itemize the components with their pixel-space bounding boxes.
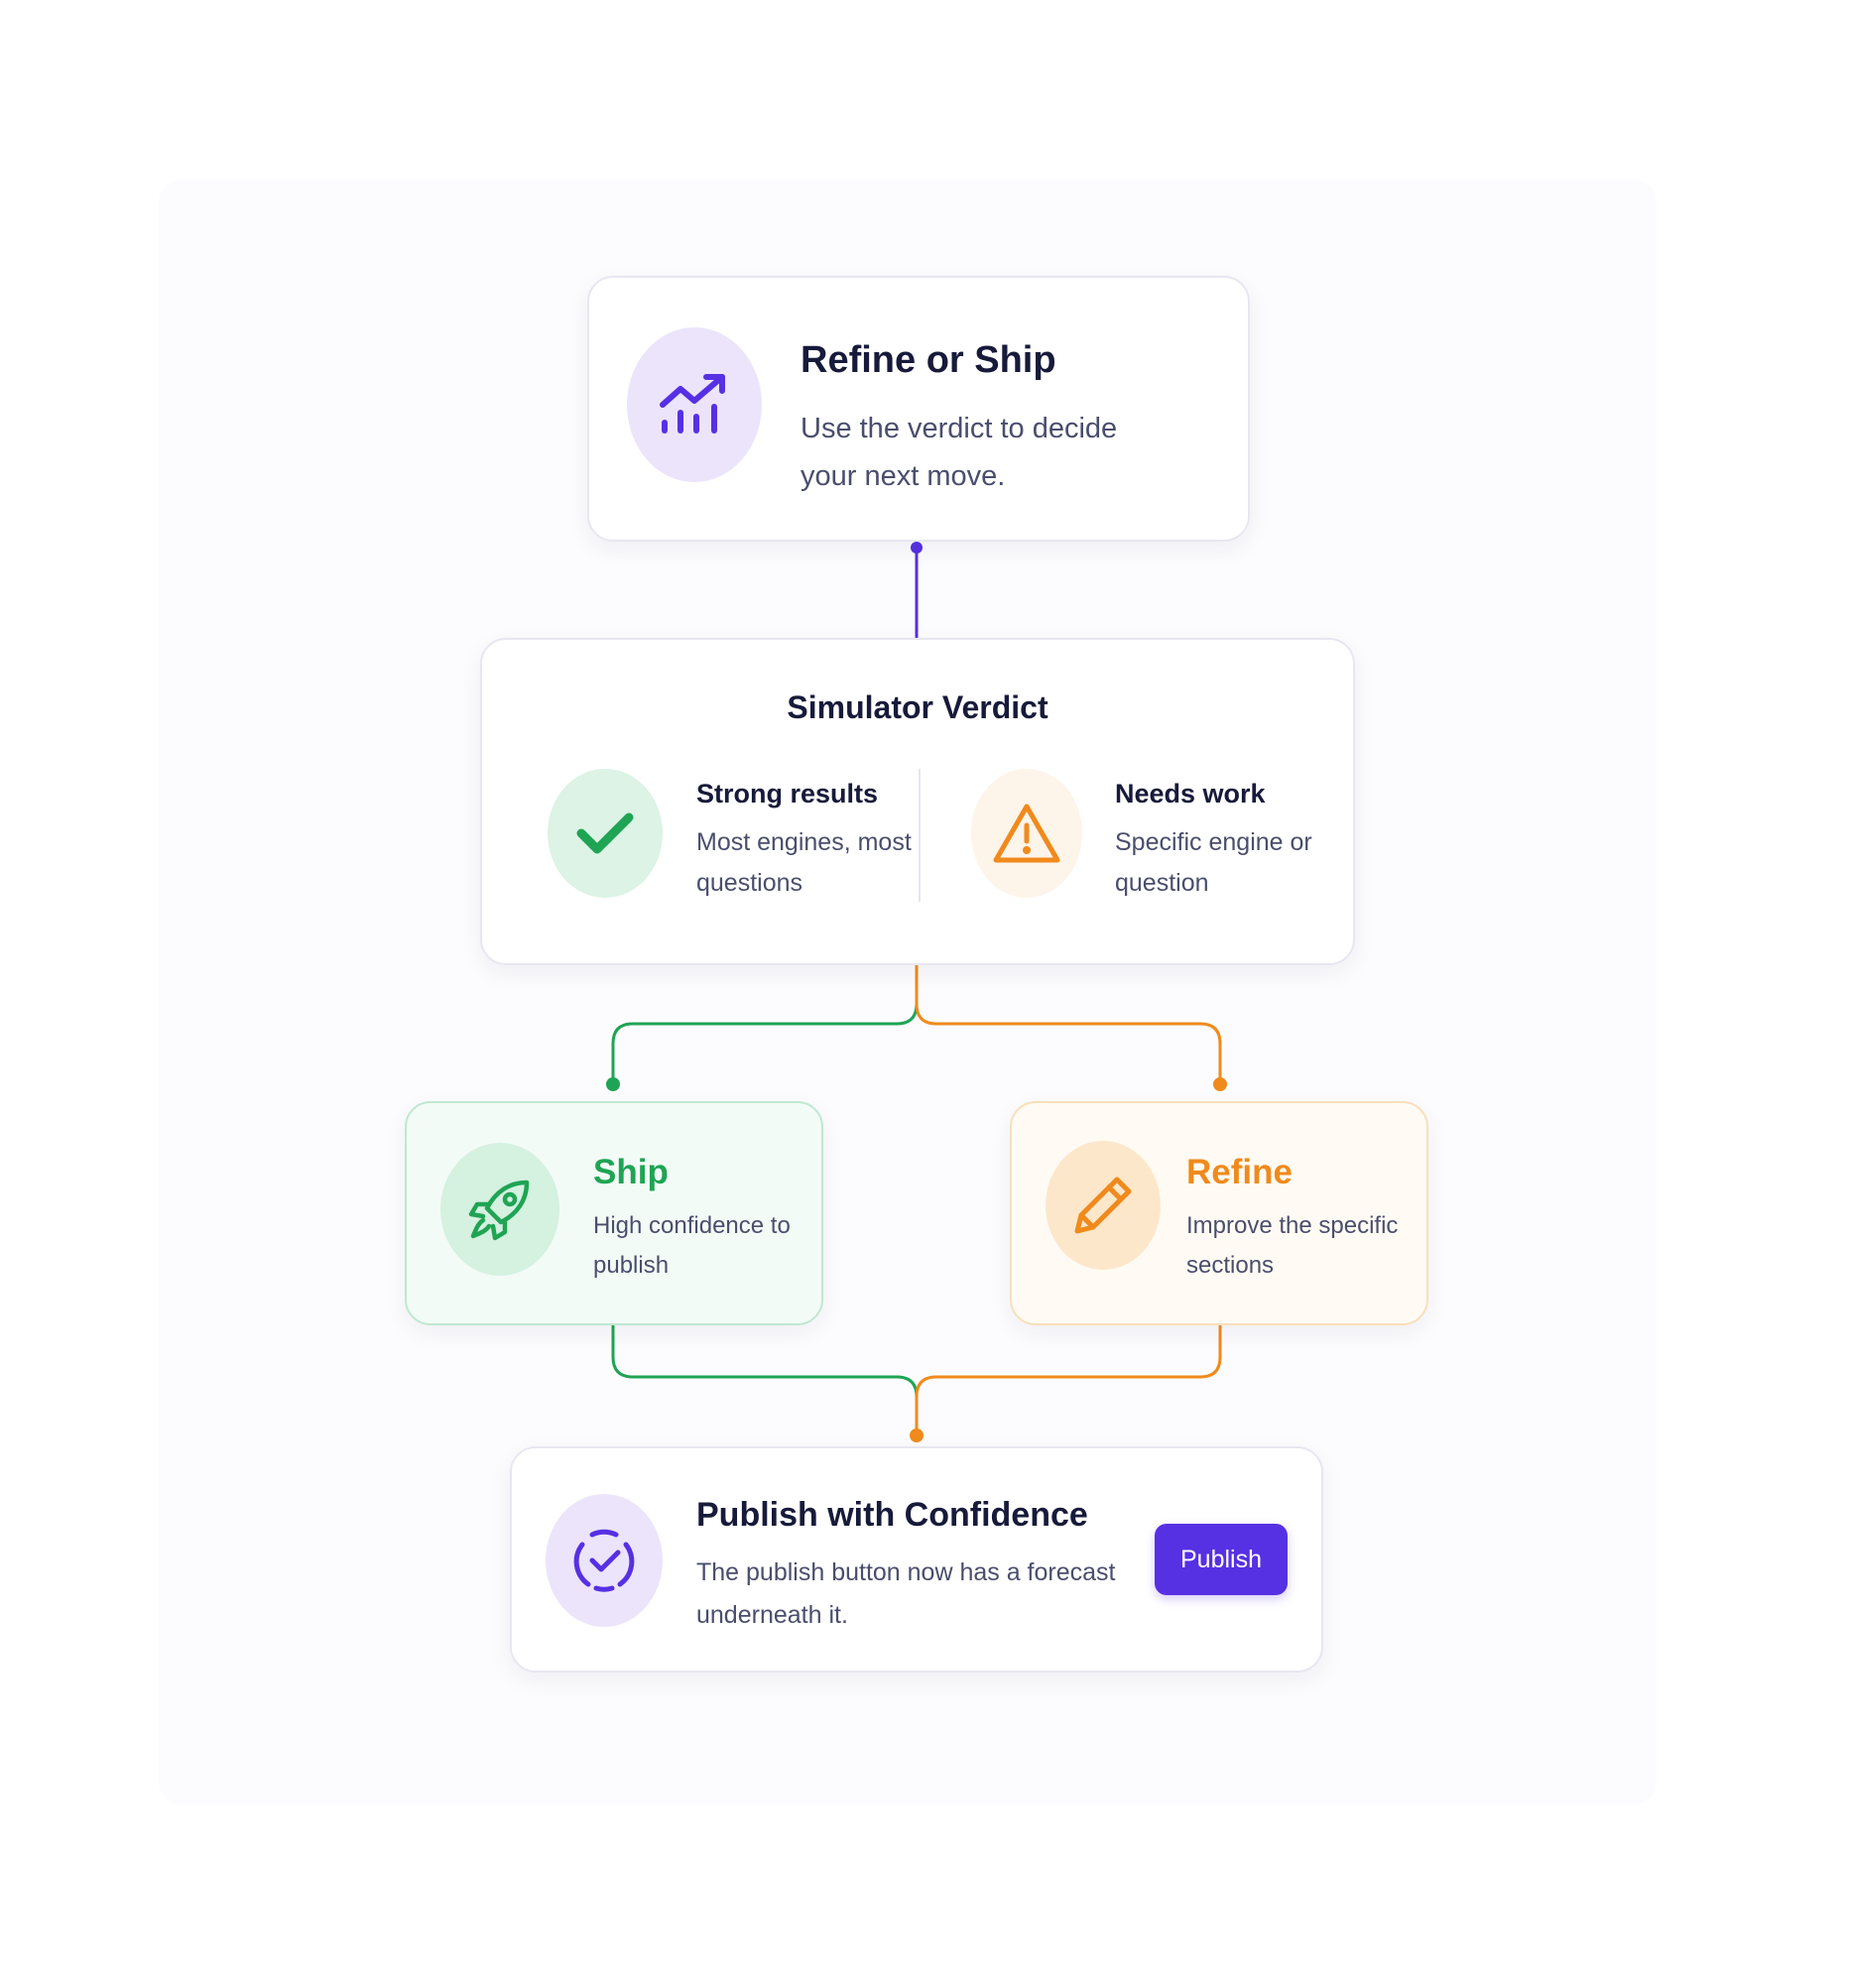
pencil-icon (1046, 1141, 1161, 1270)
needs-work-title: Needs work (1115, 779, 1266, 808)
final-description: The publish button now has a forecast un… (696, 1558, 1116, 1629)
strong-results-title: Strong results (696, 779, 879, 808)
connector-dot-final (910, 1429, 924, 1442)
trending-chart-icon (627, 327, 762, 482)
simulator-verdict-card: Simulator Verdict Strong results Most en… (480, 638, 1355, 965)
final-title: Publish with Confidence (696, 1496, 1088, 1534)
verdict-divider (919, 769, 921, 902)
publish-with-confidence-card: Publish with Confidence The publish butt… (510, 1446, 1323, 1673)
needs-work-description: Specific engine or question (1115, 828, 1312, 897)
connector-dot-refine (1213, 1077, 1227, 1091)
connector-verdict-to-refine (915, 964, 1222, 1085)
refine-or-ship-card: Refine or Ship Use the verdict to decide… (587, 276, 1250, 542)
refine-title: Refine (1186, 1153, 1293, 1191)
warning-icon (971, 769, 1082, 898)
refine-card: Refine Improve the specific sections (1010, 1101, 1428, 1325)
rocket-icon (440, 1143, 559, 1276)
verdict-title: Simulator Verdict (787, 689, 1048, 725)
connector-ship-to-final (611, 1324, 919, 1436)
ship-description: High confidence to publish (593, 1212, 791, 1279)
connector-dot-top (911, 542, 923, 554)
connector-verdict-to-ship (611, 964, 919, 1085)
check-circle-icon (546, 1494, 663, 1627)
connector-refine-to-final (915, 1324, 1222, 1436)
strong-results-description: Most engines, most questions (696, 828, 912, 897)
refine-description: Improve the specific sections (1186, 1212, 1399, 1279)
publish-button[interactable]: Publish (1155, 1524, 1288, 1595)
card-title: Refine or Ship (801, 339, 1056, 381)
ship-title: Ship (593, 1153, 669, 1191)
connector-dot-ship (606, 1077, 620, 1091)
ship-card: Ship High confidence to publish (405, 1101, 823, 1325)
card-description: Use the verdict to decide your next move… (801, 413, 1118, 492)
check-icon (548, 769, 663, 898)
